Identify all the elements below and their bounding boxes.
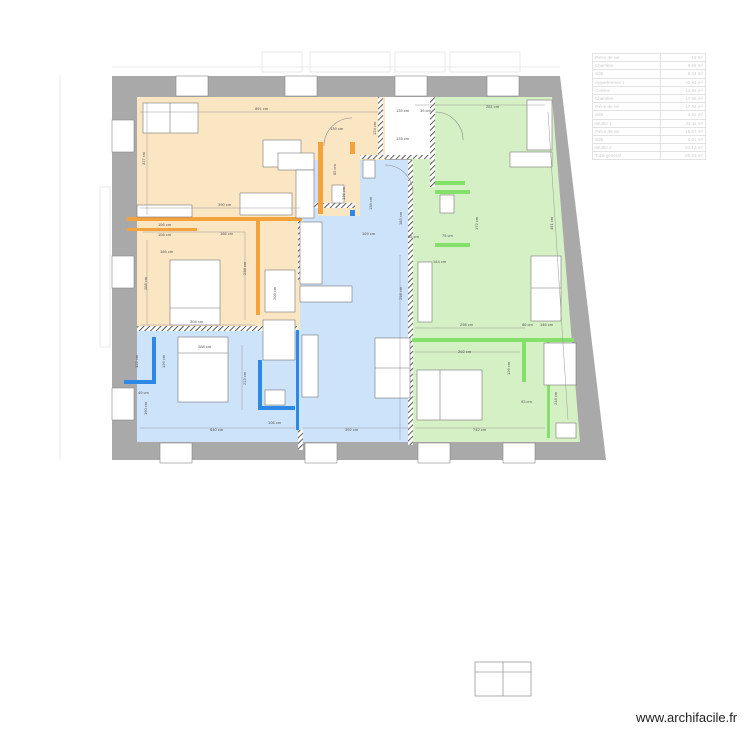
dim-bed2-height: 213 cm xyxy=(242,371,247,385)
dim-studio2-shower: 218 cm xyxy=(553,391,558,405)
dim-bed2-w: 288 cm xyxy=(198,344,212,349)
partitions-blue xyxy=(124,210,355,430)
dim-closet-a: 156 cm xyxy=(158,222,172,227)
dim-studio2-sdb-h: 172 cm xyxy=(474,216,479,230)
dim-entry-h: 124 cm xyxy=(372,121,377,135)
kitchen-unit xyxy=(295,169,315,219)
sofa-top-left xyxy=(142,102,199,134)
studio2-sofa xyxy=(530,255,562,322)
dim-center-h: 298 cm xyxy=(398,286,403,300)
furniture xyxy=(136,99,577,697)
dim-bed2-low: 160 cm xyxy=(143,401,148,415)
dim-studio2-bed-w: 292 cm xyxy=(458,349,472,354)
dim-wc-w: 82 cm xyxy=(332,163,337,175)
top-ruler xyxy=(112,51,560,73)
wc-toilet-2 xyxy=(362,159,376,179)
watermark: www.archifacile.fr xyxy=(636,710,738,725)
radiator-central xyxy=(301,334,319,398)
dim-hall2-h: 183 cm xyxy=(398,211,403,225)
bed-1 xyxy=(169,259,221,326)
dim-center-side: 98 cm xyxy=(408,234,420,239)
dim-bed2-left-a: 122 cm xyxy=(134,354,139,368)
bed-2 xyxy=(177,336,229,403)
cooker-block xyxy=(299,221,323,285)
dim-bed2-gap: 49 cm xyxy=(138,390,150,395)
dim-studio2-mid2: 86 cm xyxy=(522,322,534,327)
door-swings xyxy=(323,111,464,194)
dim-closet-b: 156 cm xyxy=(158,232,172,237)
partitions-orange xyxy=(127,142,355,315)
dim-bed2-left-b: 126 cm xyxy=(161,354,166,368)
counter-2 xyxy=(277,152,315,171)
dim-studio2-bed-h: 126 cm xyxy=(506,361,511,375)
studio2-counter xyxy=(526,99,553,151)
dim-studio2-mid: 298 cm xyxy=(460,322,474,327)
dim-top-living-width: 891 cm xyxy=(255,106,269,111)
wc-toilet-1 xyxy=(331,184,345,204)
dim-center-bottom: 392 cm xyxy=(345,427,359,432)
dim-studio2-top: 281 cm xyxy=(486,104,500,109)
studio2-toilet xyxy=(439,194,455,214)
radiator-1 xyxy=(136,204,193,218)
kitchen-island xyxy=(299,285,353,303)
dim-studio2-small: 93 cm xyxy=(521,399,533,404)
sink-bath2 xyxy=(264,389,286,406)
studio2-radiator xyxy=(417,261,433,323)
dim-bed2-bottom: 640 cm xyxy=(210,427,224,432)
dim-kitchen-run: 390 cm xyxy=(218,202,232,207)
shower-1 xyxy=(264,269,296,313)
dim-studio2-wc: 75 cm xyxy=(442,233,454,238)
dim-wc2-h: 138 cm xyxy=(368,196,373,210)
dimension-labels: 891 cm 327 cm 390 cm 156 cm 156 cm 166 c… xyxy=(134,104,558,432)
windows xyxy=(111,75,536,464)
studio2-shower xyxy=(543,342,577,386)
dim-wc-h: 136 cm xyxy=(341,186,346,200)
dim-bed1-height: 288 cm xyxy=(143,276,148,290)
dim-shower1: 209 cm xyxy=(272,286,277,300)
studio2-washbasin xyxy=(555,422,577,439)
dim-bed1-right-height: 238 cm xyxy=(242,261,247,275)
shower-2 xyxy=(262,319,296,361)
dim-studio2-height: 491 cm xyxy=(549,216,554,230)
dim-bath2-w: 106 cm xyxy=(268,420,282,425)
studio2-bed xyxy=(416,369,483,421)
sideboard xyxy=(239,192,293,216)
dim-top-living-height: 327 cm xyxy=(141,151,146,165)
dim-studio2-low: 742 cm xyxy=(473,427,487,432)
dim-bed1-bottom: 304 cm xyxy=(190,319,204,324)
studio2-sink xyxy=(509,151,553,168)
dim-bed1-width: 166 cm xyxy=(160,249,174,254)
dim-hall-width: 166 cm xyxy=(220,231,234,236)
left-ruler xyxy=(59,75,111,460)
dim-entry-side: 39 cm xyxy=(420,108,432,113)
zone-entry xyxy=(385,97,430,157)
dim-studio2-right: 146 cm xyxy=(540,322,554,327)
dim-entry2-w: 139 cm xyxy=(396,136,410,141)
dim-door-wc: 139 cm xyxy=(330,126,344,131)
dim-hall2-w: 169 cm xyxy=(362,231,376,236)
partitions-green xyxy=(412,181,574,438)
dimension-lines xyxy=(140,103,569,440)
dim-studio2-sdb-w: 144 cm xyxy=(433,259,447,264)
dim-entry-w: 139 cm xyxy=(396,108,410,113)
